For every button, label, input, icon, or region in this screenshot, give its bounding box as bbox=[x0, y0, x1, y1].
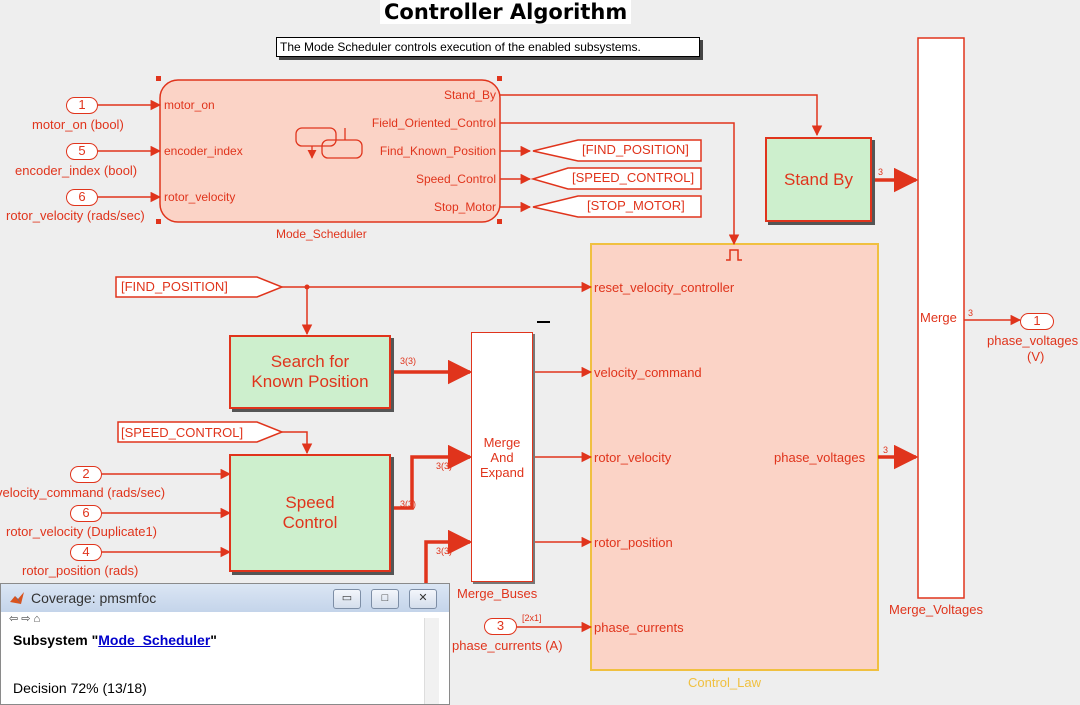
stand-by-block[interactable]: Stand By bbox=[765, 137, 872, 222]
control-law-name: Control_Law bbox=[688, 675, 761, 690]
coverage-scrollbar[interactable] bbox=[424, 618, 439, 704]
search-known-position-label: Search for Known Position bbox=[251, 352, 369, 391]
control-law-in-rotor-velocity: rotor_velocity bbox=[594, 450, 672, 465]
inport-velocity-command-label: velocity_command (rads/sec) bbox=[0, 485, 166, 500]
goto-find-position[interactable]: [FIND_POSITION] bbox=[582, 142, 689, 157]
scheduler-out-field-oriented: Field_Oriented_Control bbox=[371, 116, 496, 130]
minimize-button[interactable]: ▭ bbox=[333, 589, 361, 609]
speed-control-label: Speed Control bbox=[282, 493, 338, 532]
stand-by-dim: 3 bbox=[878, 167, 884, 177]
from-speed-control[interactable]: [SPEED_CONTROL] bbox=[121, 425, 244, 440]
scheduler-out-stand-by: Stand_By bbox=[443, 88, 496, 102]
from-find-position[interactable]: [FIND_POSITION] bbox=[121, 279, 228, 294]
inport-rotor-velocity-label: rotor_velocity (rads/sec) bbox=[6, 208, 145, 223]
outport-phase-voltages[interactable]: 1 bbox=[1020, 313, 1054, 330]
mode-scheduler-link[interactable]: Mode_Scheduler bbox=[98, 632, 211, 648]
mode-scheduler-name: Mode_Scheduler bbox=[276, 227, 367, 241]
coverage-report: Subsystem "Mode_Scheduler" Decision 72% … bbox=[13, 632, 217, 696]
outport-label: phase_voltages bbox=[987, 333, 1079, 348]
control-law-in-phase-currents: phase_currents bbox=[594, 620, 684, 635]
merge-voltages-name: Merge_Voltages bbox=[889, 602, 983, 617]
inport-rotor-position[interactable]: 4 bbox=[70, 544, 102, 561]
inport-rotor-velocity-dup-label: rotor_velocity (Duplicate1) bbox=[6, 524, 158, 539]
close-button[interactable]: ✕ bbox=[409, 589, 437, 609]
scheduler-out-find-known-position: Find_Known_Position bbox=[379, 144, 496, 158]
outport-units: (V) bbox=[1027, 349, 1045, 364]
subsystem-prefix: Subsystem " bbox=[13, 632, 99, 648]
branch-point bbox=[304, 284, 310, 290]
inport-rotor-velocity-dup[interactable]: 6 bbox=[70, 505, 102, 522]
speed-bus-dim: 3(3) bbox=[436, 461, 453, 471]
scheduler-in-rotor-velocity: rotor_velocity bbox=[164, 190, 236, 204]
control-law-in-velocity-command: velocity_command bbox=[594, 365, 702, 380]
diagram-title: Controller Algorithm bbox=[380, 0, 632, 24]
inport-velocity-command[interactable]: 2 bbox=[70, 466, 102, 483]
merge-buses-block[interactable]: Merge And Expand bbox=[471, 332, 533, 582]
scheduler-out-speed-control: Speed_Control bbox=[415, 172, 496, 186]
inport-motor-on[interactable]: 1 bbox=[66, 97, 98, 114]
trigger-icon bbox=[726, 249, 742, 261]
annotation-note: The Mode Scheduler controls execution of… bbox=[276, 37, 700, 57]
goto-speed-control[interactable]: [SPEED_CONTROL] bbox=[572, 170, 695, 185]
decision-coverage: Decision 72% (13/18) bbox=[13, 680, 147, 696]
goto-tag-shapes bbox=[115, 139, 702, 443]
speed-dim: 3(3) bbox=[400, 499, 417, 509]
control-law-in-rotor-position: rotor_position bbox=[594, 535, 673, 550]
subsystem-suffix: " bbox=[210, 632, 217, 648]
control-law-out-phase-voltages: phase_voltages bbox=[774, 450, 866, 465]
maximize-button[interactable]: □ bbox=[371, 589, 399, 609]
merge-voltages-block[interactable] bbox=[917, 37, 965, 599]
subsystem-line: Subsystem "Mode_Scheduler" bbox=[13, 632, 217, 648]
selection-handles bbox=[156, 76, 502, 224]
coverage-title: Coverage: pmsmfoc bbox=[31, 590, 157, 606]
coverage-toolbar[interactable]: ⇦ ⇨ ⌂ bbox=[1, 612, 449, 626]
speed-control-block[interactable]: Speed Control bbox=[229, 454, 391, 572]
coverage-window[interactable]: Coverage: pmsmfoc ▭ □ ✕ ⇦ ⇨ ⌂ Subsystem … bbox=[0, 583, 450, 705]
merge-voltages-text: Merge bbox=[920, 310, 957, 325]
stateflow-icon bbox=[295, 127, 363, 159]
third-bus-dim: 3(3) bbox=[436, 546, 453, 556]
merge-out-dim: 3 bbox=[968, 308, 974, 318]
control-law-out-dim: 3 bbox=[883, 445, 889, 455]
scheduler-in-motor-on: motor_on bbox=[164, 98, 215, 112]
nav-back-forward-home-icons[interactable]: ⇦ ⇨ ⌂ bbox=[9, 613, 41, 625]
inport-phase-currents[interactable]: 3 bbox=[484, 618, 517, 635]
scheduler-out-stop-motor: Stop_Motor bbox=[433, 200, 496, 214]
search-known-position-block[interactable]: Search for Known Position bbox=[229, 335, 391, 409]
inport-motor-on-label: motor_on (bool) bbox=[32, 117, 124, 132]
matlab-icon bbox=[9, 590, 25, 606]
phase-currents-dim: [2x1] bbox=[522, 613, 542, 623]
stand-by-label: Stand By bbox=[784, 169, 853, 189]
inport-encoder-index[interactable]: 5 bbox=[66, 143, 98, 160]
inport-phase-currents-label: phase_currents (A) bbox=[452, 638, 563, 653]
scheduler-in-encoder-index: encoder_index bbox=[164, 144, 243, 158]
merge-buses-name: Merge_Buses bbox=[457, 586, 538, 601]
inport-encoder-index-label: encoder_index (bool) bbox=[15, 163, 138, 178]
control-law-in-reset: reset_velocity_controller bbox=[594, 280, 735, 295]
coverage-titlebar[interactable]: Coverage: pmsmfoc ▭ □ ✕ bbox=[1, 584, 449, 612]
search-dim: 3(3) bbox=[400, 356, 417, 366]
goto-stop-motor[interactable]: [STOP_MOTOR] bbox=[587, 198, 685, 213]
merge-buses-text: Merge And Expand bbox=[479, 434, 525, 480]
inport-rotor-position-label: rotor_position (rads) bbox=[22, 563, 139, 578]
inport-rotor-velocity[interactable]: 6 bbox=[66, 189, 98, 206]
